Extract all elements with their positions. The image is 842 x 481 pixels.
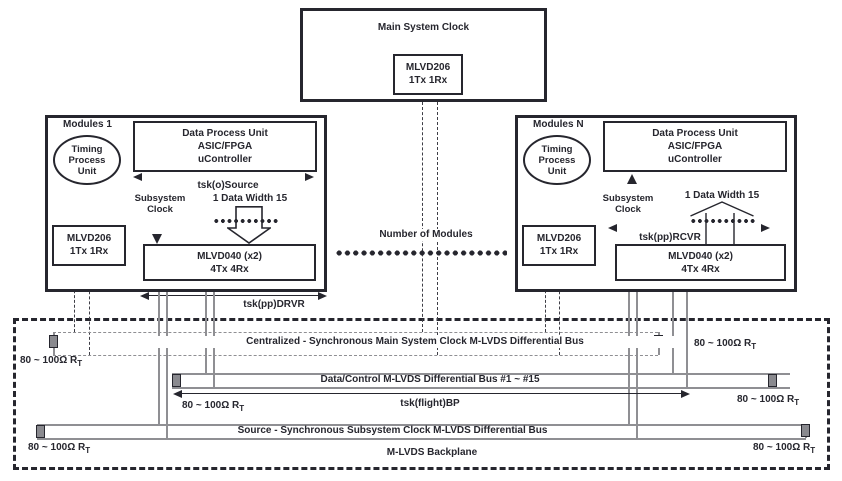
data-bus-line-bottom xyxy=(172,387,790,389)
module-n-mlvd206-label: MLVD206 1Tx 1Rx xyxy=(536,233,582,257)
module-1-040-drop-b xyxy=(166,281,168,438)
module-1-mlvd206-label: MLVD206 1Tx 1Rx xyxy=(66,233,112,257)
termination-label: 80 ~ 100Ω RT xyxy=(753,442,816,455)
module-1-data-width-dots xyxy=(213,218,280,224)
module-n-mlvd040-label: MLVD040 (x2) 4Tx 4Rx xyxy=(668,251,733,275)
termination-resistor xyxy=(36,425,45,438)
main-clock-bus-line-b xyxy=(437,102,438,355)
module-1-040-drop-c xyxy=(205,281,207,373)
module-1-dpu-label: Data Process Unit ASIC/FPGA uController xyxy=(182,128,268,165)
tsk-o-source-arrowhead-right xyxy=(305,172,314,181)
module-1-subsystem-clock-arrowhead-down xyxy=(151,234,162,244)
termination-label: 80 ~ 100Ω RT xyxy=(20,355,83,368)
termination-label: 80 ~ 100Ω RT xyxy=(737,394,800,407)
source-bus-line-top xyxy=(37,424,806,426)
termination-resistor xyxy=(768,374,777,387)
module-n-040-drop-d xyxy=(686,281,688,387)
module-n-dpu-label: Data Process Unit ASIC/FPGA uController xyxy=(652,128,738,165)
data-bus-label: Data/Control M-LVDS Differential Bus #1 … xyxy=(320,374,540,385)
module-n-timing-unit-ellipse xyxy=(523,135,591,185)
module-n-206-drop-b xyxy=(559,266,560,355)
module-n-data-width-label: 1 Data Width 15 xyxy=(684,190,760,201)
centralized-bus-line-bottom xyxy=(53,355,658,356)
main-clock-chip-box xyxy=(393,54,463,95)
module-n-mlvd040-box xyxy=(615,244,786,281)
module-1-timing-unit-label: Timing Process Unit xyxy=(68,144,106,177)
main-clock-bus-line-a xyxy=(422,102,423,332)
tsk-flight-arrow-line xyxy=(180,393,684,394)
module-n-040-drop-b xyxy=(636,281,638,438)
termination-label: 80 ~ 100Ω RT xyxy=(182,400,245,413)
module-1-data-width-label: 1 Data Width 15 xyxy=(212,193,288,204)
module-n-subsystem-clock-arrowhead-up xyxy=(626,174,637,184)
number-of-modules-label: Number of Modules xyxy=(350,229,502,241)
module-n-dpu-box xyxy=(603,121,787,172)
module-1-title: Modules 1 xyxy=(63,119,112,130)
termination-label: 80 ~ 100Ω RT xyxy=(694,338,757,351)
module-n-206-drop-a xyxy=(545,266,546,332)
module-1-data-width-arrow-icon xyxy=(227,206,271,244)
module-n-040-drop-a xyxy=(628,281,630,424)
data-bus-line-top xyxy=(172,373,790,375)
source-bus-label: Source - Synchronous Subsystem Clock M-L… xyxy=(237,425,548,436)
centralized-bus-line-top xyxy=(53,332,658,333)
module-n-mlvd206-box xyxy=(522,225,596,266)
module-n-040-drop-c xyxy=(672,281,674,373)
main-clock-chip-label: MLVD206 1Tx 1Rx xyxy=(405,62,451,86)
tsk-flight-arrowhead-left xyxy=(173,389,182,398)
termination-resistor xyxy=(172,374,181,387)
module-1-040-drop-d xyxy=(213,281,215,387)
module-1-206-drop-b xyxy=(89,266,90,355)
tsk-o-source-label: tsk(o)Source xyxy=(197,180,259,191)
centralized-bus-label: Centralized - Synchronous Main System Cl… xyxy=(145,336,685,348)
module-1-mlvd040-box xyxy=(143,244,316,281)
module-1-206-drop-a xyxy=(74,266,75,332)
module-1-subsystem-clock-label: Subsystem Clock xyxy=(128,193,192,215)
tsk-pp-drvr-arrowhead-right xyxy=(318,291,327,300)
tsk-pp-rcvr-label: tsk(pp)RCVR xyxy=(639,232,701,243)
module-n-timing-unit-label: Timing Process Unit xyxy=(538,144,576,177)
termination-resistor xyxy=(49,335,58,348)
module-n-data-width-dots xyxy=(690,218,757,224)
backplane-title: M-LVDS Backplane xyxy=(386,447,478,458)
tsk-pp-drvr-arrowhead-left xyxy=(140,291,149,300)
tsk-pp-drvr-label: tsk(pp)DRVR xyxy=(243,299,305,310)
module-1-040-drop-a xyxy=(158,281,160,424)
tsk-o-source-arrowhead-left xyxy=(133,172,142,181)
tsk-pp-drvr-arrow-line xyxy=(147,295,321,296)
tsk-flight-arrowhead-right xyxy=(681,389,690,398)
module-1-mlvd040-label: MLVD040 (x2) 4Tx 4Rx xyxy=(197,251,262,275)
module-1-mlvd206-box xyxy=(52,225,126,266)
backplane-box xyxy=(13,318,830,470)
module-1-timing-unit-ellipse xyxy=(53,135,121,185)
tsk-pp-rcvr-arrowhead-right xyxy=(761,223,770,232)
main-system-clock-title: Main System Clock xyxy=(377,22,470,33)
tsk-pp-rcvr-arrowhead-left xyxy=(608,223,617,232)
termination-resistor xyxy=(801,424,810,437)
module-n-subsystem-clock-label: Subsystem Clock xyxy=(596,193,660,215)
source-bus-line-bottom xyxy=(37,438,806,440)
module-n-title: Modules N xyxy=(533,119,584,130)
tsk-flight-label: tsk(flight)BP xyxy=(400,398,460,409)
number-of-modules-dots xyxy=(335,249,507,257)
termination-label: 80 ~ 100Ω RT xyxy=(28,442,91,455)
module-1-dpu-box xyxy=(133,121,317,172)
